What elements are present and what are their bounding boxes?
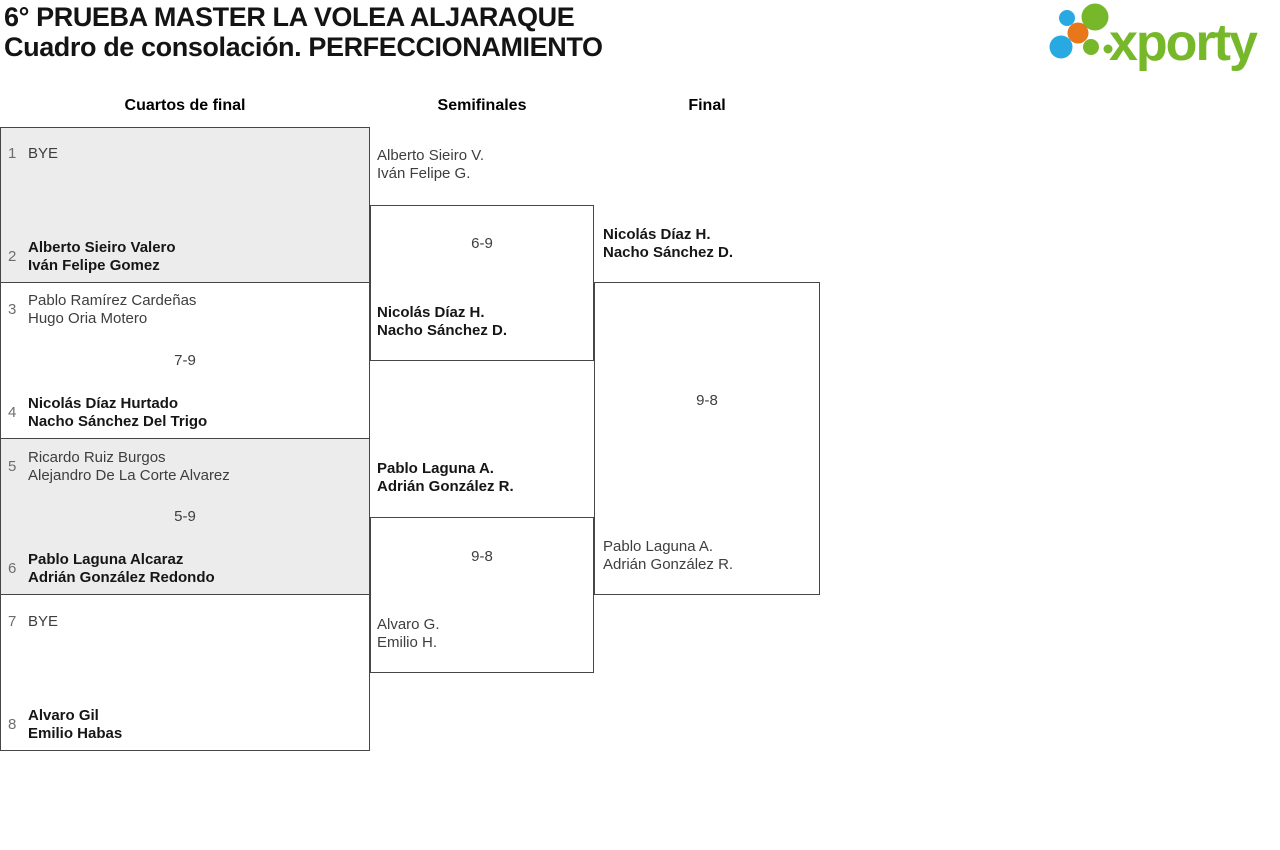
- seed-number: 5: [8, 458, 17, 475]
- player-2: Emilio H.: [377, 634, 438, 651]
- player-1: Pablo Ramírez Cardeñas: [28, 292, 197, 309]
- qf1-team2-slot: 2 Alberto Sieiro Valero Iván Felipe Gome…: [0, 239, 370, 275]
- player-2: Hugo Oria Motero: [28, 310, 148, 327]
- player-1: Pablo Laguna A.: [377, 460, 494, 477]
- player-2: Iván Felipe Gomez: [28, 257, 160, 274]
- sf1-team2-label: Nicolás Díaz H. Nacho Sánchez D.: [377, 304, 507, 340]
- player-2: Nacho Sánchez D.: [603, 244, 734, 261]
- logo-dot: [1059, 10, 1075, 26]
- qf3-team1-slot: 5 Ricardo Ruiz Burgos Alejandro De La Co…: [0, 449, 370, 485]
- match-box-qf1: [0, 127, 370, 283]
- player-1: Alberto Sieiro V.: [377, 147, 485, 164]
- xporty-wordmark: xporty: [1109, 14, 1258, 72]
- team-name: Nicolás Díaz Hurtado Nacho Sánchez Del T…: [28, 395, 207, 431]
- match-box-sf2: [370, 517, 594, 673]
- logo-dot: [1081, 3, 1109, 31]
- match-box-final: [594, 282, 820, 595]
- team-name: Pablo Ramírez Cardeñas Hugo Oria Motero: [28, 292, 196, 328]
- player-1: Alberto Sieiro Valero: [28, 239, 176, 256]
- sf2-team2-label: Alvaro G. Emilio H.: [377, 616, 440, 652]
- player-1: Pablo Laguna Alcaraz: [28, 551, 184, 568]
- seed-number: 7: [8, 613, 17, 630]
- player-2: Emilio Habas: [28, 725, 123, 742]
- qf1-team1-slot: 1 BYE: [0, 145, 370, 163]
- seed-number: 1: [8, 145, 17, 162]
- team-name: Alberto Sieiro Valero Iván Felipe Gomez: [28, 239, 176, 275]
- qf2-score: 7-9: [174, 352, 196, 369]
- player-1: Alvaro Gil: [28, 707, 99, 724]
- team-name: Alvaro Gil Emilio Habas: [28, 707, 122, 743]
- team-name: BYE: [28, 145, 58, 163]
- match-box-sf1: [370, 205, 594, 361]
- player-1: Alvaro G.: [377, 616, 440, 633]
- dot-cluster-icon: [1049, 3, 1113, 59]
- player-1: BYE: [28, 145, 59, 162]
- player-2: Adrián González R.: [377, 478, 514, 495]
- player-1: Pablo Laguna A.: [603, 538, 714, 555]
- match-box-qf3: [0, 438, 370, 595]
- qf2-team2-slot: 4 Nicolás Díaz Hurtado Nacho Sánchez Del…: [0, 395, 370, 431]
- qf3-score: 5-9: [174, 508, 196, 525]
- seed-number: 8: [8, 716, 17, 733]
- logo-dot: [1067, 22, 1089, 44]
- seed-number: 2: [8, 248, 17, 265]
- xporty-logo: xporty: [1043, 0, 1280, 74]
- player-2: Nacho Sánchez D.: [377, 322, 508, 339]
- title-line-1: 6° PRUEBA MASTER LA VOLEA ALJARAQUE: [4, 2, 575, 32]
- seed-number: 4: [8, 404, 17, 421]
- logo-dot: [1083, 39, 1099, 55]
- player-2: Alejandro De La Corte Alvarez: [28, 467, 230, 484]
- sf2-team1-label: Pablo Laguna A. Adrián González R.: [377, 460, 514, 496]
- player-1: Nicolás Díaz Hurtado: [28, 395, 179, 412]
- round-header-semifinales: Semifinales: [437, 97, 527, 114]
- logo-dot: [1049, 35, 1073, 59]
- seed-number: 3: [8, 301, 17, 318]
- qf2-team1-slot: 3 Pablo Ramírez Cardeñas Hugo Oria Moter…: [0, 292, 370, 328]
- sf1-score: 6-9: [471, 235, 493, 252]
- player-2: Adrián González R.: [603, 556, 734, 573]
- final-score: 9-8: [696, 392, 718, 409]
- team-name: Pablo Laguna Alcaraz Adrián González Red…: [28, 551, 215, 587]
- final-team1-label: Nicolás Díaz H. Nacho Sánchez D.: [603, 226, 733, 262]
- page-title: 6° PRUEBA MASTER LA VOLEA ALJARAQUE Cuad…: [4, 2, 603, 62]
- player-2: Iván Felipe G.: [377, 165, 471, 182]
- player-1: BYE: [28, 613, 59, 630]
- player-1: Ricardo Ruiz Burgos: [28, 449, 166, 466]
- seed-number: 6: [8, 560, 17, 577]
- player-2: Nacho Sánchez Del Trigo: [28, 413, 208, 430]
- match-box-qf4: [0, 594, 370, 751]
- qf4-team1-slot: 7 BYE: [0, 613, 370, 631]
- round-header-final: Final: [688, 97, 726, 114]
- title-line-2: Cuadro de consolación. PERFECCIONAMIENTO: [4, 32, 603, 62]
- sf1-team1-label: Alberto Sieiro V. Iván Felipe G.: [377, 147, 484, 183]
- player-1: Nicolás Díaz H.: [603, 226, 711, 243]
- round-header-cuartos: Cuartos de final: [124, 97, 246, 114]
- team-name: BYE: [28, 613, 58, 631]
- team-name: Ricardo Ruiz Burgos Alejandro De La Cort…: [28, 449, 230, 485]
- sf2-score: 9-8: [471, 548, 493, 565]
- logo-dot: [1103, 44, 1113, 54]
- qf3-team2-slot: 6 Pablo Laguna Alcaraz Adrián González R…: [0, 551, 370, 587]
- player-2: Adrián González Redondo: [28, 569, 215, 586]
- player-1: Nicolás Díaz H.: [377, 304, 485, 321]
- final-team2-label: Pablo Laguna A. Adrián González R.: [603, 538, 733, 574]
- qf4-team2-slot: 8 Alvaro Gil Emilio Habas: [0, 707, 370, 743]
